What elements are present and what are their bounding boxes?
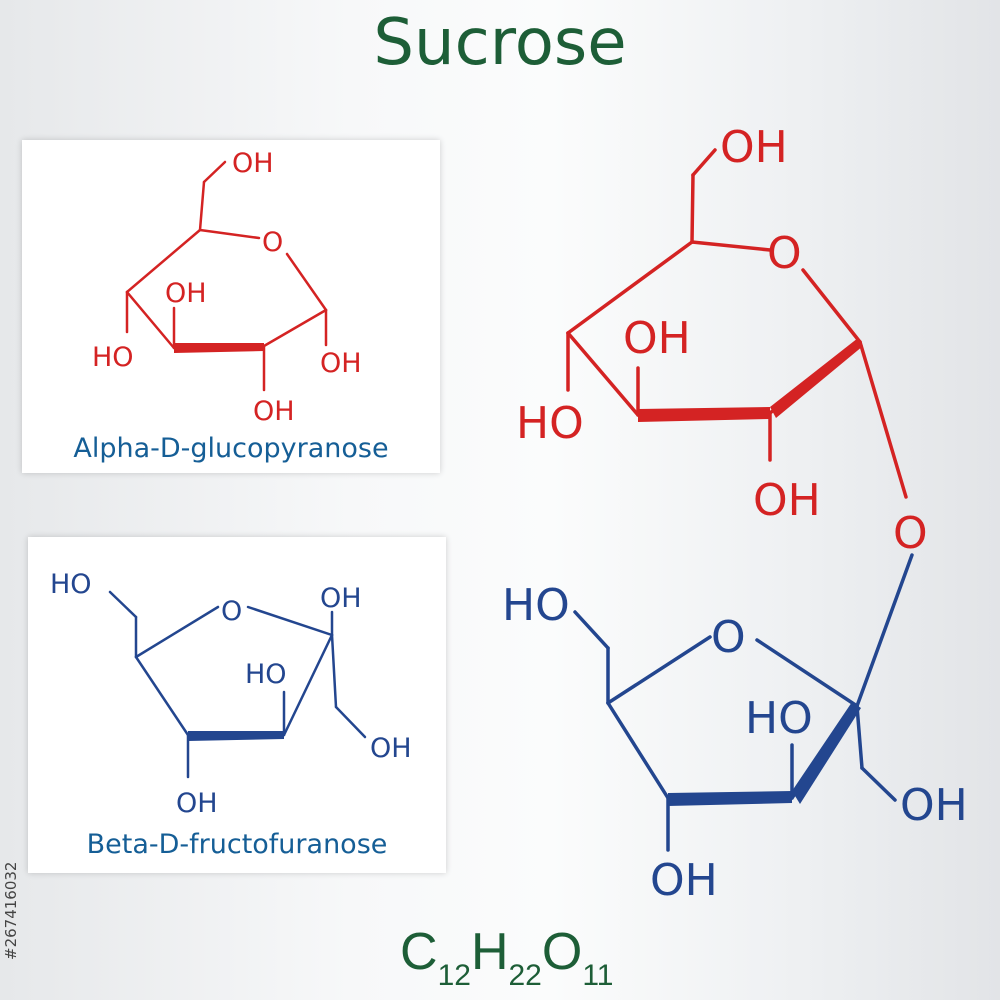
molecular-formula: C12H22O11 [400,922,613,992]
fructose-main-wedge [668,791,792,806]
glucose-ring [566,148,908,499]
atom-ho: HO [92,342,134,373]
atom-ho: HO [245,659,287,690]
atom-oh: OH [650,855,718,906]
atom-oh: OH [176,788,218,819]
stock-image-id: #267416032 [2,861,20,960]
atom-oh: OH [320,583,362,614]
alpha-glucopyranose-structure: OH O OH HO OH OH [92,148,362,427]
ring-oxygen: O [262,227,283,258]
atom-oh: OH [900,780,968,831]
glycosidic-oxygen: O [893,508,928,559]
formula-oxygen-count: 11 [582,959,614,992]
atom-oh: OH [720,122,788,173]
fructose-ring [573,553,914,852]
alpha-glucopyranose-box: OH O OH HO OH OH Alpha-D-glucopyranose [22,140,440,473]
formula-carbon: C [400,923,438,981]
formula-carbon-count: 12 [437,959,471,992]
fructose-ring-oxygen: O [711,612,746,663]
atom-ho: HO [502,580,570,631]
atom-ho: HO [745,693,813,744]
glucose-main-wedge-right [770,338,863,418]
atom-ho: HO [50,569,92,600]
formula-hydrogen: H [470,923,509,981]
atom-ho: HO [516,398,584,449]
beta-fructofuranose-structure: HO O OH HO OH OH [50,569,412,819]
glucose-main-wedge [638,407,770,422]
beta-fructofuranose-box: HO O OH HO OH OH Beta-D-fructofuranose [28,537,446,873]
atom-oh: OH [753,475,821,526]
atom-oh: OH [320,348,362,379]
formula-oxygen: O [541,923,583,981]
beta-fructofuranose-caption: Beta-D-fructofuranose [86,829,388,860]
atom-oh: OH [165,278,207,309]
glucose-wedge-bond [174,343,264,353]
atom-oh: OH [623,313,691,364]
page-title: Sucrose [373,6,627,80]
alpha-glucopyranose-caption: Alpha-D-glucopyranose [73,433,389,464]
ring-oxygen: O [221,596,242,627]
formula-hydrogen-count: 22 [508,959,542,992]
atom-oh: OH [370,733,412,764]
fructose-wedge-bond [188,731,284,741]
glucose-ring-oxygen: O [767,228,802,279]
atom-oh: OH [232,148,274,179]
atom-oh: OH [253,396,295,427]
fructose-main-wedge-right [792,702,861,804]
